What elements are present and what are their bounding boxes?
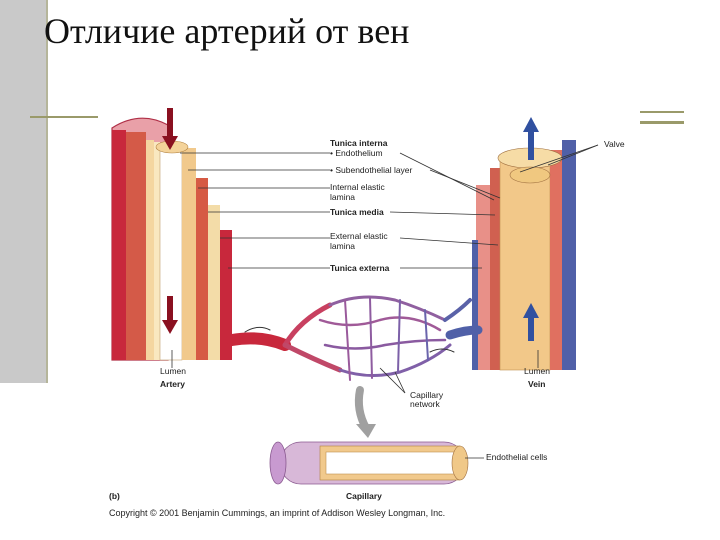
label-artery: Artery — [160, 379, 185, 389]
label-capillary-network-line1: Capillary — [410, 390, 444, 400]
capillary-illustration — [269, 441, 469, 485]
leader-lines — [171, 144, 599, 459]
vein-flow-arrow-shaft-top — [528, 130, 534, 160]
decorative-rule-right-top — [640, 111, 684, 113]
vein-flow-arrow-head-top — [523, 117, 539, 132]
artery-illustration — [111, 108, 232, 361]
label-endothelial-cells: Endothelial cells — [486, 452, 547, 462]
slide-left-bar — [0, 0, 46, 383]
artery-flow-arrow-head-bottom — [162, 320, 178, 334]
label-internal-elastic-line1: Internal elastic — [330, 182, 386, 192]
artery-flow-arrow-head-top — [162, 136, 178, 150]
slide-title: Отличие артерий от вен — [44, 11, 410, 51]
label-external-elastic-line2: lamina — [330, 241, 355, 251]
label-lumen-vein: Lumen — [524, 366, 550, 376]
vein-illustration — [472, 117, 576, 371]
decorative-rule-right-bottom — [640, 121, 684, 124]
label-vein: Vein — [528, 379, 545, 389]
copyright-notice: Copyright © 2001 Benjamin Cummings, an i… — [109, 508, 445, 518]
label-capillary: Capillary — [346, 491, 382, 501]
artery-flow-arrow-shaft-bottom — [167, 296, 173, 322]
label-lumen-artery: Lumen — [160, 366, 186, 376]
vein-flow-arrow-head-bottom — [523, 303, 539, 318]
label-capillary-network-line2: network — [410, 399, 441, 409]
valve-shape — [509, 166, 551, 184]
decorative-rule-left — [30, 116, 98, 118]
label-external-elastic-line1: External elastic — [330, 231, 388, 241]
slide-left-bar-edge — [46, 0, 48, 383]
label-valve: Valve — [604, 139, 625, 149]
label-subendothelial-layer: • Subendothelial layer — [330, 165, 413, 175]
label-tunica-interna: Tunica interna — [330, 138, 388, 148]
label-internal-elastic-line2: lamina — [330, 192, 355, 202]
capillary-network — [226, 295, 483, 438]
label-panel-b: (b) — [109, 491, 120, 501]
artery-flow-arrow-shaft-top — [167, 108, 173, 138]
label-endothelium: • Endothelium — [330, 148, 383, 158]
vein-flow-arrow-shaft-bottom — [528, 315, 534, 341]
label-tunica-media: Tunica media — [330, 207, 384, 217]
label-tunica-externa: Tunica externa — [330, 263, 390, 273]
